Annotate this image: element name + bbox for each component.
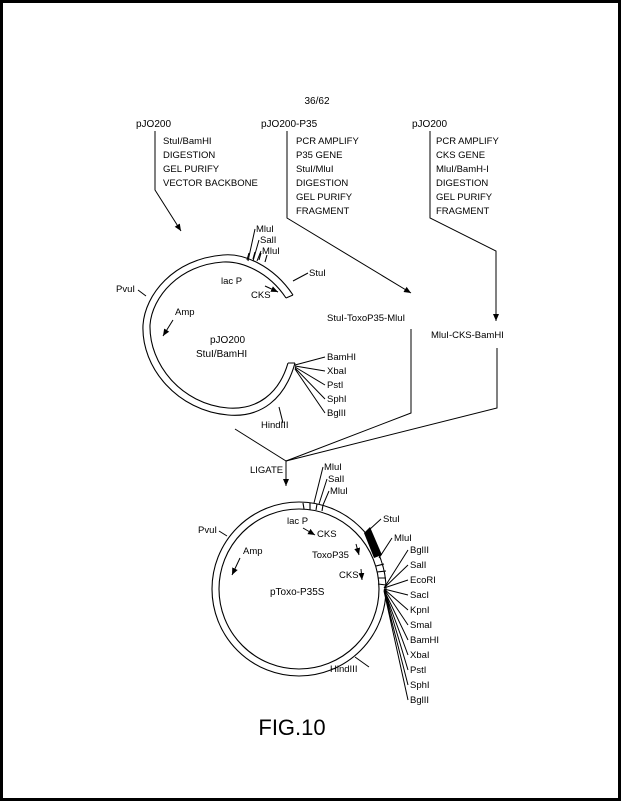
middle-step: StuI/MluI (296, 164, 334, 175)
cks-fragment-to-ligate-line (286, 348, 497, 461)
final-cks-upper-label: CKS (317, 529, 337, 540)
right-step: GEL PURIFY (436, 192, 493, 203)
final-top-site: MluI (324, 462, 342, 473)
vector-bottom-site: BamHI (327, 352, 356, 363)
final-right-site: BglII (410, 545, 429, 556)
vector-plasmid: MluI SalI MluI StuI lac P CKS PvuI Amp p… (116, 224, 356, 431)
right-step: DIGESTION (436, 178, 488, 189)
middle-step: DIGESTION (296, 178, 348, 189)
final-lacp-label: lac P (287, 516, 308, 527)
final-right-site: BglII (410, 695, 429, 706)
final-right-site: EcoRI (410, 575, 436, 586)
left-step: DIGESTION (163, 150, 215, 161)
final-right-site-leaders (384, 550, 408, 700)
ligate-label: LIGATE (250, 465, 283, 476)
cloning-scheme-diagram: 36/62 pJO200 StuI/BamHI DIGESTION GEL PU… (3, 3, 621, 804)
final-amp-arrow (232, 558, 240, 575)
right-step: MluI/BamH-I (436, 164, 489, 175)
vector-stui-label: StuI (309, 268, 326, 279)
stui-toxop35-mlui-fragment: StuI-ToxoP35-MluI (327, 313, 405, 324)
middle-source-name: pJO200-P35 (261, 119, 318, 130)
middle-step: GEL PURIFY (296, 192, 353, 203)
final-toxop35-insert (364, 527, 382, 558)
final-cks-lower-label: CKS (339, 570, 359, 581)
left-step: GEL PURIFY (163, 164, 220, 175)
final-top-site: MluI (330, 486, 348, 497)
vector-amp-label: Amp (175, 307, 195, 318)
mlui-cks-bamhi-fragment: MluI-CKS-BamHI (431, 330, 504, 341)
final-plasmid: MluI SalI MluI StuI MluI lac P CKS ToxoP… (198, 462, 439, 706)
vector-lacp-label: lac P (221, 276, 242, 287)
vector-bottom-site-leaders (295, 357, 325, 413)
vector-to-ligate-line (235, 429, 286, 461)
right-source-name: pJO200 (412, 119, 447, 130)
final-right-site: SphI (410, 680, 430, 691)
final-stui-label: StuI (383, 514, 400, 525)
final-right-site: SacI (410, 590, 429, 601)
vector-plasmid-name: pJO200 (210, 335, 245, 346)
middle-step: PCR AMPLIFY (296, 136, 359, 147)
right-step: CKS GENE (436, 150, 485, 161)
vector-bottom-site: XbaI (327, 366, 347, 377)
final-right-site: PstI (410, 665, 426, 676)
vector-stui-leader (293, 273, 308, 281)
vector-pvui-leader (138, 290, 146, 296)
final-cks-lower-arrow (361, 569, 362, 580)
toxo-fragment-to-ligate-line (286, 329, 411, 461)
vector-bottom-site: BglII (327, 408, 346, 419)
final-mlui-leader (379, 538, 392, 558)
vector-hindiii-label: HindIII (261, 420, 288, 431)
final-amp-label: Amp (243, 546, 263, 557)
final-right-site: KpnI (410, 605, 430, 616)
vector-top-site: SalI (260, 235, 276, 246)
vector-plasmid-subtitle: StuI/BamHI (196, 349, 247, 360)
left-source-name: pJO200 (136, 119, 171, 130)
final-pvui-label: PvuI (198, 525, 217, 536)
middle-step: P35 GENE (296, 150, 342, 161)
final-stui-leader (369, 519, 381, 530)
vector-amp-arrow (163, 320, 173, 336)
final-lacp-arrow (303, 528, 315, 535)
final-pvui-leader (219, 531, 227, 536)
right-source-block: pJO200 PCR AMPLIFY CKS GENE MluI/BamH-I … (412, 119, 499, 321)
final-right-site: BamHI (410, 635, 439, 646)
vector-bottom-site: PstI (327, 380, 343, 391)
final-toxop35-arrow (356, 544, 359, 555)
vector-pvui-label: PvuI (116, 284, 135, 295)
vector-cks-label: CKS (251, 290, 271, 301)
final-top-site: SalI (328, 474, 344, 485)
left-step: VECTOR BACKBONE (163, 178, 258, 189)
final-right-site: SmaI (410, 620, 432, 631)
page-number: 36/62 (304, 96, 329, 107)
vector-top-site: MluI (262, 246, 280, 257)
final-right-site: XbaI (410, 650, 430, 661)
vector-bottom-site: SphI (327, 394, 347, 405)
middle-source-block: pJO200-P35 PCR AMPLIFY P35 GENE StuI/Mlu… (261, 119, 411, 293)
final-right-site: SalI (410, 560, 426, 571)
vector-stui-end (286, 295, 293, 298)
figure-label: FIG.10 (258, 715, 325, 740)
final-plasmid-name: pToxo-P35S (270, 587, 325, 598)
middle-step: FRAGMENT (296, 206, 350, 217)
final-toxop35-label: ToxoP35 (312, 550, 349, 561)
right-step: PCR AMPLIFY (436, 136, 499, 147)
vector-top-site: MluI (256, 224, 274, 235)
right-step: FRAGMENT (436, 206, 490, 217)
final-mlui-label: MluI (394, 533, 412, 544)
final-hindiii-label: HindIII (330, 664, 357, 675)
left-source-block: pJO200 StuI/BamHI DIGESTION GEL PURIFY V… (136, 119, 258, 231)
left-step: StuI/BamHI (163, 136, 212, 147)
